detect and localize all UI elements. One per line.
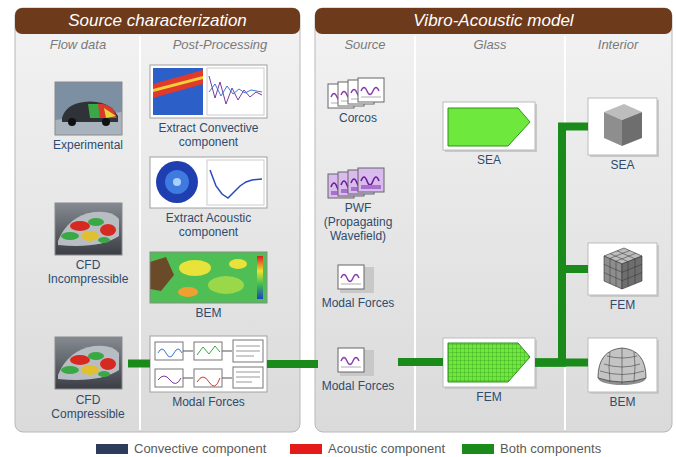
model-item: Modal Forces [150,336,267,409]
model-item: Experimental [48,82,128,152]
picture-slot [318,168,398,201]
item-label: Extract Acoustic component [147,211,270,239]
picture-slot [443,338,535,390]
picture-slot [48,82,128,138]
picture-slot [318,348,398,379]
item-label: Modal Forces [318,379,398,393]
picture-slot [443,102,535,153]
item-label: FEM [443,390,535,404]
model-item: SEA [443,102,535,167]
legend-item: Convective component [96,441,266,457]
model-item: PWF (Propagating Wavefield) [318,168,398,243]
picture-slot [318,265,398,296]
picture-slot [588,98,657,158]
picture-slot [147,252,270,306]
legend-swatch [290,444,322,454]
item-label: Corcos [318,111,398,125]
item-label: Modal Forces [318,296,398,310]
legend-text: Acoustic component [328,441,445,457]
flow-connector [267,360,318,368]
flow-connector [535,359,588,367]
model-item: BEM [147,252,270,320]
legend-swatch [96,444,128,454]
panel-header: Vibro-Acoustic model [315,8,672,34]
model-item: Modal Forces [318,348,398,393]
item-label: BEM [147,306,270,320]
item-label: CFD Compressible [48,393,128,421]
item-label: CFD Incompressible [43,258,133,286]
flow-connector [535,127,588,363]
model-item: FEM [588,243,657,312]
item-label: Extract Convective component [147,121,270,149]
legend-text: Convective component [134,441,266,457]
model-item: Extract Acoustic component [147,157,270,239]
picture-slot [48,337,128,393]
model-item: BEM [588,338,657,409]
model-item: Modal Forces [318,265,398,310]
flow-connector [398,358,443,366]
picture-slot [150,336,267,395]
item-label: Experimental [48,138,128,152]
picture-slot [147,157,270,211]
legend-item: Acoustic component [290,441,445,457]
item-label: SEA [588,158,657,172]
panel-group: Source characterizationExperimentalExtra… [15,8,300,432]
model-item: FEM [443,338,535,404]
model-item: Corcos [318,78,398,125]
model-item: CFD Compressible [48,337,128,421]
legend-text: Both components [500,441,601,457]
picture-slot [147,65,270,121]
column-heading: Post-Processing [155,37,285,53]
model-item: CFD Incompressible [43,203,133,286]
picture-slot [588,243,657,298]
legend-item: Both components [462,441,601,457]
picture-slot [43,203,133,258]
model-item: Extract Convective component [147,65,270,149]
flow-connector [535,269,588,363]
item-label: BEM [588,395,657,409]
panel-group: Vibro-Acoustic modelCorcosSEA SEA PWF (Pro… [315,8,672,432]
item-label: PWF (Propagating Wavefield) [318,201,398,243]
column-heading: Interior [553,37,676,53]
panel-header: Source characterization [15,8,300,34]
picture-slot [588,338,657,395]
column-heading: Glass [425,37,555,53]
flow-connector [128,360,150,368]
model-item: SEA [588,98,657,172]
item-label: SEA [443,153,535,167]
legend-swatch [462,444,494,454]
item-label: Modal Forces [150,395,267,409]
column-heading: Source [300,37,430,53]
picture-slot [318,78,398,111]
column-heading: Flow data [13,37,143,53]
item-label: FEM [588,298,657,312]
